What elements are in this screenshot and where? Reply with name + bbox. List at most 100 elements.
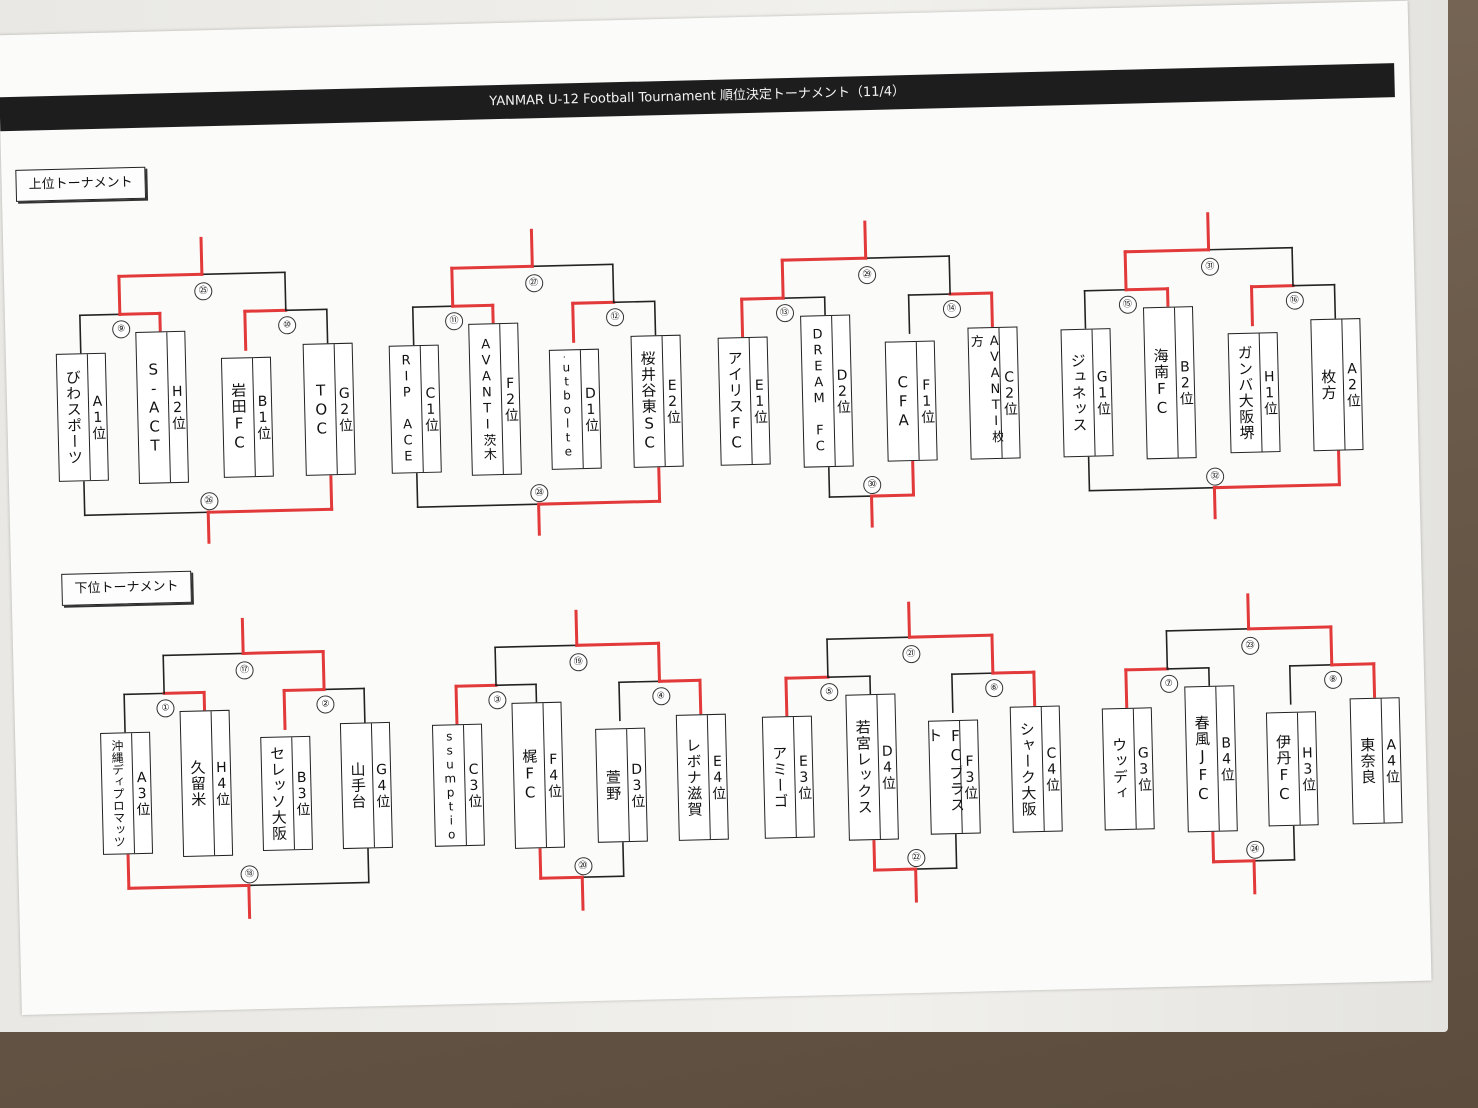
match-number-semi-right: ⑭ [942, 299, 961, 319]
semi-right-leg [1333, 283, 1337, 324]
team-seed: H4位 [210, 710, 233, 856]
semi-right-bar [282, 687, 326, 692]
semi-left-leg [123, 693, 126, 734]
final-leg [284, 271, 287, 312]
final-winner-line [529, 228, 534, 268]
match-number-semi-right: ⑯ [1285, 291, 1304, 310]
final-winner-line [907, 601, 912, 639]
third-bar [1253, 859, 1296, 862]
semi-left-bar [118, 311, 162, 316]
team-seed: D1位 [579, 349, 601, 469]
final-bar [780, 256, 868, 262]
third-bar [1212, 859, 1256, 864]
team-seed: H2位 [166, 331, 188, 483]
semi-left-bar [782, 296, 826, 299]
third-bar [127, 883, 251, 890]
semi-right-bar [1249, 284, 1295, 289]
team-seed: A2位 [1341, 319, 1363, 450]
final-leg [450, 266, 455, 308]
third-leg [911, 459, 916, 497]
final-bar [117, 272, 204, 278]
team-seed: F4位 [542, 702, 564, 848]
semi-left-leg [784, 676, 789, 718]
final-winner-line [574, 609, 579, 647]
team-name: 萱野 [603, 769, 623, 802]
team-seed: C2位 [998, 327, 1020, 458]
semi-right-leg [653, 300, 657, 341]
semi-left-bar [784, 675, 830, 680]
third-winner-line [869, 494, 874, 528]
semi-right-bar [618, 680, 661, 684]
team-seed: B1位 [251, 357, 273, 477]
third-bar [416, 503, 540, 508]
semi-left-leg [740, 297, 745, 339]
semi-left-bar [1083, 288, 1127, 292]
match-number-third: ㉔ [1245, 840, 1264, 860]
semi-right-bar [991, 670, 1036, 675]
match-number-third: ㉖ [199, 492, 219, 511]
team-name: セレッソ大阪 [267, 745, 289, 842]
team-seed: E1位 [748, 337, 770, 464]
third-leg [329, 473, 334, 511]
semi-right-leg [951, 673, 954, 713]
match-number-final: ⑲ [569, 653, 588, 672]
semi-left-bar [1124, 667, 1169, 672]
team-seed: B2位 [1173, 307, 1196, 458]
semi-right-leg [1288, 665, 1292, 705]
team-name: FCブラスト [929, 726, 964, 814]
match-number-final: ㉑ [901, 644, 921, 664]
third-leg [1337, 449, 1341, 487]
third-bar [537, 499, 662, 506]
semi-right-leg [1032, 670, 1037, 712]
third-winner-line [206, 510, 211, 544]
third-bar [914, 867, 958, 870]
semi-right-leg [618, 681, 621, 722]
semi-right-bar [571, 300, 616, 305]
final-leg [1329, 625, 1334, 667]
team-seed: A3位 [131, 732, 153, 854]
bracket-lines [79, 212, 1377, 919]
third-winner-line [580, 875, 585, 911]
team-seed: E3位 [792, 716, 814, 837]
semi-left-bar [123, 692, 165, 696]
final-winner-line [1246, 593, 1251, 631]
semi-left-leg [79, 314, 82, 355]
semi-right-leg [1372, 662, 1377, 704]
team-seed: H3位 [1296, 712, 1318, 825]
final-winner-line [199, 236, 204, 276]
semi-right-leg [1249, 285, 1254, 327]
final-leg [162, 654, 165, 695]
final-bar [826, 636, 911, 640]
team-seed: B4位 [1215, 686, 1237, 831]
final-leg [494, 646, 497, 687]
third-winner-line [914, 867, 918, 903]
third-bar [581, 875, 625, 879]
team-seed: D2位 [831, 315, 853, 466]
semi-right-leg [698, 678, 703, 720]
final-leg [611, 263, 615, 304]
semi-left-leg [1083, 289, 1087, 330]
semi-right-bar [323, 687, 365, 691]
third-leg [622, 841, 625, 878]
semi-right-leg [907, 294, 911, 334]
team-seed: D3位 [626, 728, 647, 842]
match-number-final: ㉓ [1240, 636, 1260, 656]
team-seed: D4位 [876, 694, 898, 839]
final-bar [494, 644, 578, 649]
